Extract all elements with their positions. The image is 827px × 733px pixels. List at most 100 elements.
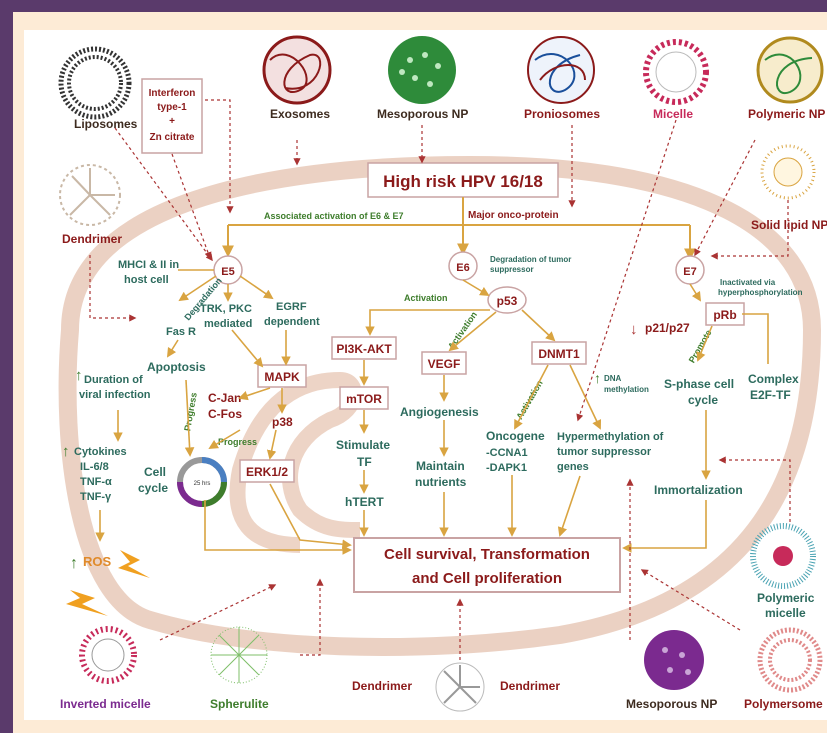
interferon-box [141, 78, 203, 154]
dendrimer-left-icon [59, 164, 121, 226]
vegf-box [421, 351, 467, 375]
stimulate-line-2: TF [357, 455, 372, 469]
hypermeth-line-1: Hypermethylation of [557, 431, 664, 443]
spherulite-icon [210, 626, 268, 684]
micelle-icon [643, 39, 709, 105]
polymeric-np-icon [756, 36, 824, 104]
down-arrow-icon: ↓ [630, 321, 638, 338]
hpv-title: High risk HPV 16/18 [383, 172, 543, 191]
main-pathway-arrows [222, 197, 696, 261]
duration-line-2: viral infection [79, 389, 151, 401]
proniosome-icon [527, 36, 595, 104]
cytokines-line-1: Cytokines [74, 446, 127, 458]
hypermeth-line-2: tumor suppressor [557, 446, 652, 458]
liposome-icon [58, 46, 132, 120]
proniosomes-label: Proniosomes [524, 107, 600, 121]
polymersome-icon [757, 627, 823, 693]
solid-lipid-label: Solid lipid NP [751, 218, 827, 232]
complex-line-1: Complex [748, 372, 799, 386]
sphase-line-2: cycle [688, 393, 718, 407]
cytokines-line-2: IL-6/8 [80, 461, 109, 473]
complex-line-2: E2F-TF [750, 388, 791, 402]
spherulite-label: Spherulite [210, 697, 269, 711]
htert-label: hTERT [345, 495, 384, 509]
assoc-activation-label: Associated activation of E6 & E7 [264, 211, 404, 221]
inactivated-line-1: Inactivated via [720, 278, 776, 287]
dnmt1-label: DNMT1 [538, 347, 580, 361]
cell-cycle-line-2: cycle [138, 481, 168, 495]
maintain-line-2: nutrients [415, 475, 467, 489]
interferon-line-1: Interferon [149, 88, 196, 99]
cfos-label: C-Fos [208, 407, 242, 421]
outcome-line-1: Cell survival, Transformation [384, 546, 590, 563]
cjan-label: C-Jan [208, 391, 241, 405]
delivery-arrows [89, 99, 791, 660]
cell-cycle-center: 25 hrs [194, 481, 211, 487]
oncogene-line-1: Oncogene [486, 429, 545, 443]
progress-2-label: Progress [218, 437, 257, 447]
e7-label: E7 [683, 266, 696, 278]
mapk-label: MAPK [264, 370, 300, 384]
sphase-line-1: S-phase cell [664, 377, 734, 391]
interferon-line-4: Zn citrate [149, 132, 194, 143]
solid-lipid-np-icon [760, 144, 816, 200]
polymeric-np-label: Polymeric NP [748, 107, 825, 121]
degradation-tumor-line-2: suppressor [490, 265, 534, 274]
pi3k-box [331, 336, 397, 360]
mesoporous-np-bottom-icon [644, 630, 704, 690]
mesoporous-np-top-icon [388, 36, 456, 104]
p38-label: p38 [272, 415, 293, 429]
exosome-icon [262, 35, 332, 105]
cytokines-line-3: TNF-α [80, 476, 112, 488]
mhc-line-2: host cell [124, 274, 169, 286]
egrf-line-2: dependent [264, 316, 320, 328]
immortalization-label: Immortalization [654, 483, 743, 497]
outcome-box [353, 537, 621, 593]
dna-meth-line-2: methylation [604, 385, 649, 394]
p53-label: p53 [497, 294, 518, 308]
dna-meth-line-1: DNA [604, 374, 622, 383]
interferon-line-2: type-1 [157, 102, 187, 113]
stimulate-line-1: Stimulate [336, 438, 390, 452]
erk-label: ERK1/2 [246, 465, 288, 479]
dendrimer-bottom-icon [435, 662, 485, 712]
p21-label: p21/p27 [645, 321, 690, 335]
dendrimer-bottom-left-label: Dendrimer [352, 679, 412, 693]
inverted-micelle-icon [79, 626, 137, 684]
cell-cycle-line-1: Cell [144, 465, 166, 479]
up-arrow-icon: ↑ [594, 370, 601, 386]
ros-label: ROS [83, 554, 112, 569]
polymeric-micelle-label-2: micelle [765, 606, 806, 620]
trk-line-1: TRK, PKC [200, 303, 252, 315]
hypermeth-line-3: genes [557, 461, 589, 473]
fas-r-label: Fas R [166, 326, 196, 338]
dendrimer-bottom-right-label: Dendrimer [500, 679, 560, 693]
micelle-label: Micelle [653, 107, 693, 121]
up-arrow-icon: ↑ [70, 555, 78, 572]
interferon-line-3: + [169, 116, 175, 127]
prb-label: pRb [713, 308, 736, 322]
degradation-e5-label: Degradation [182, 276, 223, 323]
dnmt1-box [531, 341, 587, 365]
polymeric-micelle-label-1: Polymeric [757, 591, 815, 605]
cytokines-line-4: TNF-γ [80, 491, 112, 503]
duration-line-1: Duration of [84, 374, 143, 386]
mtor-box [339, 386, 389, 410]
mesoporous-bottom-label: Mesoporous NP [626, 697, 717, 711]
pathway-arrows [95, 269, 769, 555]
p53-node [487, 286, 527, 314]
degradation-tumor-line-1: Degradation of tumor [490, 255, 571, 264]
e5-label: E5 [221, 266, 234, 278]
liposomes-label: Liposomes [74, 117, 138, 131]
e6-label: E6 [456, 262, 469, 274]
inverted-micelle-label: Inverted micelle [60, 697, 151, 711]
trk-line-2: mediated [204, 318, 252, 330]
mtor-label: mTOR [346, 392, 382, 406]
outcome-line-2: and Cell proliferation [412, 570, 562, 587]
up-arrow-icon: ↑ [62, 443, 70, 460]
lightning-icon [66, 550, 150, 616]
vegf-label: VEGF [428, 357, 461, 371]
oncogene-line-3: -DAPK1 [486, 462, 527, 474]
cell-cycle-wheel: 25 hrs [177, 457, 227, 507]
